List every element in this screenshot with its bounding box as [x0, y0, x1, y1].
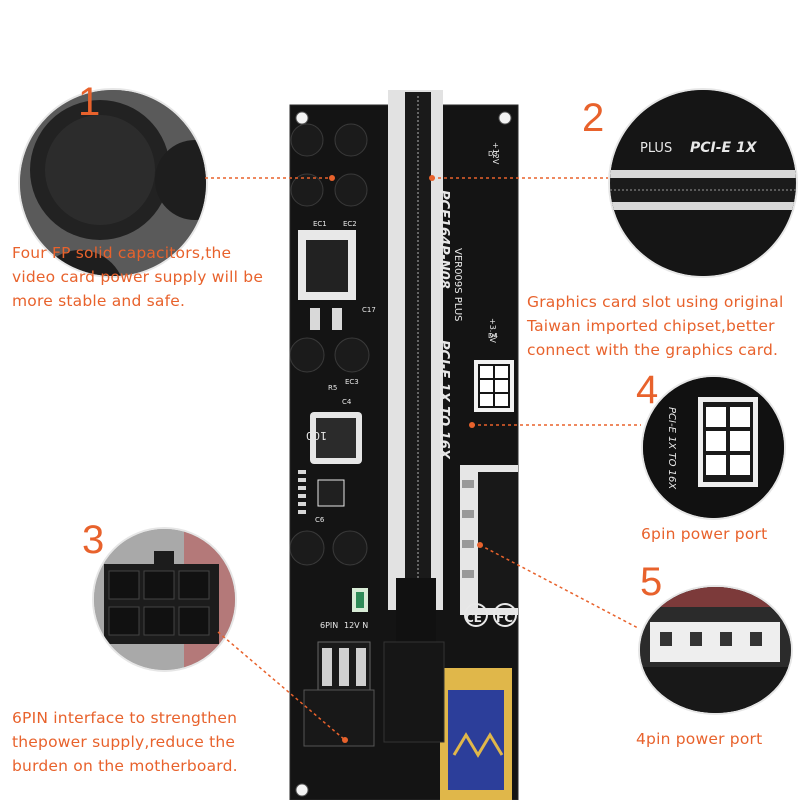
caption-3-line-2: thepower supply,reduce the — [12, 733, 236, 751]
solid-capacitors-middle — [289, 337, 370, 566]
caption-1-line-2: video card power supply will be — [12, 268, 264, 286]
caption-2-line-3: connect with the graphics card. — [527, 341, 779, 359]
r5-label: R5 — [328, 384, 337, 392]
voltage-12v-label: +12V — [491, 142, 500, 165]
caption-3-line-3: burden on the motherboard. — [12, 757, 238, 775]
board-type-label: PCI-E 1X TO 16X — [436, 340, 451, 460]
caption-1-line-1: Four FP solid capacitors,the — [12, 244, 232, 262]
ec2-label: EC2 — [343, 220, 357, 228]
d3-label: D3 — [488, 150, 498, 158]
inductor-label: 100 — [306, 429, 327, 442]
caption-2-line-1: Graphics card slot using original — [527, 293, 784, 311]
board-model-label: PCE164P-N08 — [436, 190, 451, 289]
zoom-circle-capacitors — [18, 88, 208, 278]
callout-caption-1: Four FP solid capacitors,the video card … — [12, 241, 263, 313]
board-version-label: VER009S PLUS — [452, 248, 463, 322]
callout-caption-4: 6pin power port — [641, 522, 767, 546]
zoom-circle-pcie-slot: PLUS PCI-E 1X — [608, 88, 798, 278]
voltage-regulator — [298, 230, 356, 330]
callout-number-1: 1 — [78, 80, 101, 124]
caption-1-line-3: more stable and safe. — [12, 292, 186, 310]
zoom-circle-bottom-six-pin — [92, 527, 237, 672]
caption-2-line-2: Taiwan imported chipset,better — [527, 317, 775, 335]
caption-3-line-1: 6PIN interface to strengthen — [12, 709, 238, 727]
callout-number-5: 5 — [640, 560, 663, 604]
inductor — [310, 412, 362, 464]
six-pin-silk-label: 6PIN — [320, 621, 338, 630]
ec1-label: EC1 — [313, 220, 327, 228]
zoom-circle-six-pin-port: PCI-E 1X TO 16X — [641, 375, 786, 520]
callout-caption-5: 4pin power port — [636, 727, 762, 751]
callout-number-4: 4 — [636, 368, 659, 412]
ce-mark: CE — [465, 611, 482, 625]
callout-caption-3: 6PIN interface to strengthen thepower su… — [12, 706, 238, 778]
caption-4-line-1: 6pin power port — [641, 525, 768, 543]
four-pin-molex — [460, 465, 518, 615]
solid-capacitors-top — [290, 123, 368, 207]
zoom-to16x-label: PCI-E 1X TO 16X — [666, 407, 677, 490]
c17-label: C17 — [362, 306, 376, 314]
caption-5-line-1: 4pin power port — [636, 730, 763, 748]
callout-number-2: 2 — [582, 96, 605, 140]
c6-label: C6 — [315, 516, 325, 524]
voltage-33v-label: +3.3V — [488, 318, 497, 343]
zoom-circle-four-pin-port — [638, 585, 793, 715]
twelve-v-silk-label: 12V N — [344, 621, 368, 630]
d4-label: D4 — [488, 332, 498, 340]
callout-caption-2: Graphics card slot using original Taiwan… — [527, 290, 783, 362]
pcie-x16-slot — [388, 90, 443, 688]
six-pin-connector — [474, 360, 514, 412]
c4-label: C4 — [342, 398, 352, 406]
usb-port — [383, 641, 512, 800]
fc-mark: FC — [496, 611, 513, 625]
ec3-label: EC3 — [345, 378, 359, 386]
zoom-pcie-label: PCI-E 1X — [690, 140, 758, 156]
callout-number-3: 3 — [82, 518, 105, 562]
zoom-plus-label: PLUS — [640, 141, 672, 156]
